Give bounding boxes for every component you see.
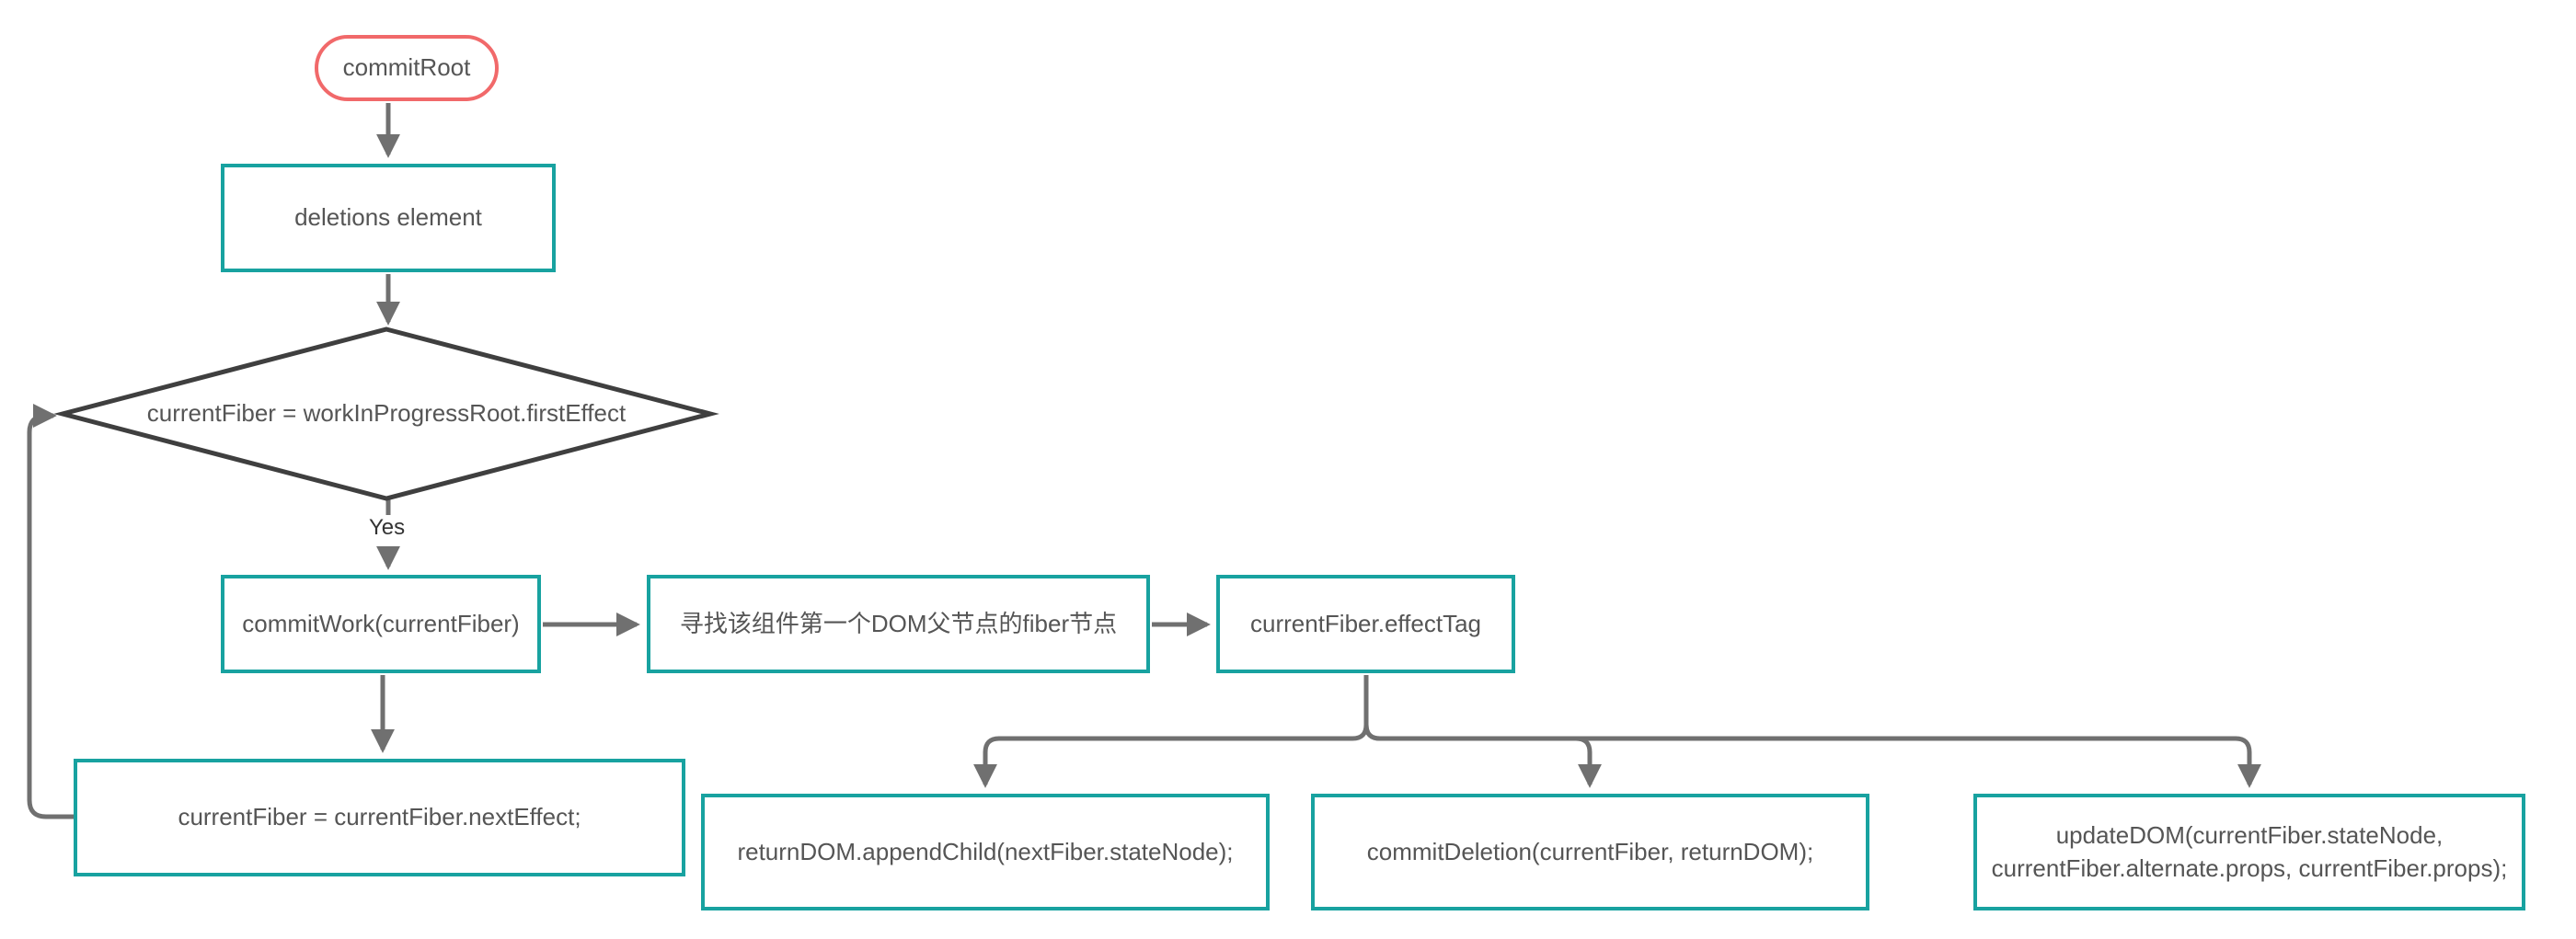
node-find-dom-parent-fiber-label: 寻找该组件第一个DOM父节点的fiber节点 (679, 609, 1118, 637)
edge-label-yes: Yes (363, 515, 411, 541)
node-update-dom-label: updateDOM(currentFiber.stateNode, curren… (1991, 821, 2508, 882)
node-commit-root-label: commitRoot (342, 53, 471, 82)
edge-nexteffect-loop-to-decision (27, 404, 74, 819)
node-current-fiber-effect-tag-label: currentFiber.effectTag (1250, 609, 1481, 637)
node-commit-deletion[interactable]: commitDeletion(currentFiber, returnDOM); (1311, 794, 1869, 910)
node-commit-work-label: commitWork(currentFiber) (242, 609, 520, 637)
node-commit-work[interactable]: commitWork(currentFiber) (221, 575, 541, 673)
node-commit-deletion-label: commitDeletion(currentFiber, returnDOM); (1366, 837, 1814, 865)
node-deletions-element-label: deletions element (294, 203, 482, 232)
edge-effecttag-to-commitdeletion (1363, 675, 1602, 788)
node-decision-label: currentFiber = workInProgressRoot.firstE… (146, 399, 627, 427)
node-next-effect-assignment[interactable]: currentFiber = currentFiber.nextEffect; (74, 759, 685, 876)
node-commit-root[interactable]: commitRoot (315, 35, 499, 101)
node-append-child-label: returnDOM.appendChild(nextFiber.stateNod… (737, 837, 1234, 865)
edge-effecttag-to-updatedom (1363, 675, 2261, 788)
node-next-effect-assignment-label: currentFiber = currentFiber.nextEffect; (178, 803, 581, 831)
edge-effecttag-to-appendchild (973, 675, 1369, 788)
node-update-dom[interactable]: updateDOM(currentFiber.stateNode, curren… (1973, 794, 2525, 910)
node-deletions-element[interactable]: deletions element (221, 164, 556, 272)
node-current-fiber-effect-tag[interactable]: currentFiber.effectTag (1216, 575, 1515, 673)
node-find-dom-parent-fiber[interactable]: 寻找该组件第一个DOM父节点的fiber节点 (647, 575, 1150, 673)
node-append-child[interactable]: returnDOM.appendChild(nextFiber.stateNod… (701, 794, 1270, 910)
